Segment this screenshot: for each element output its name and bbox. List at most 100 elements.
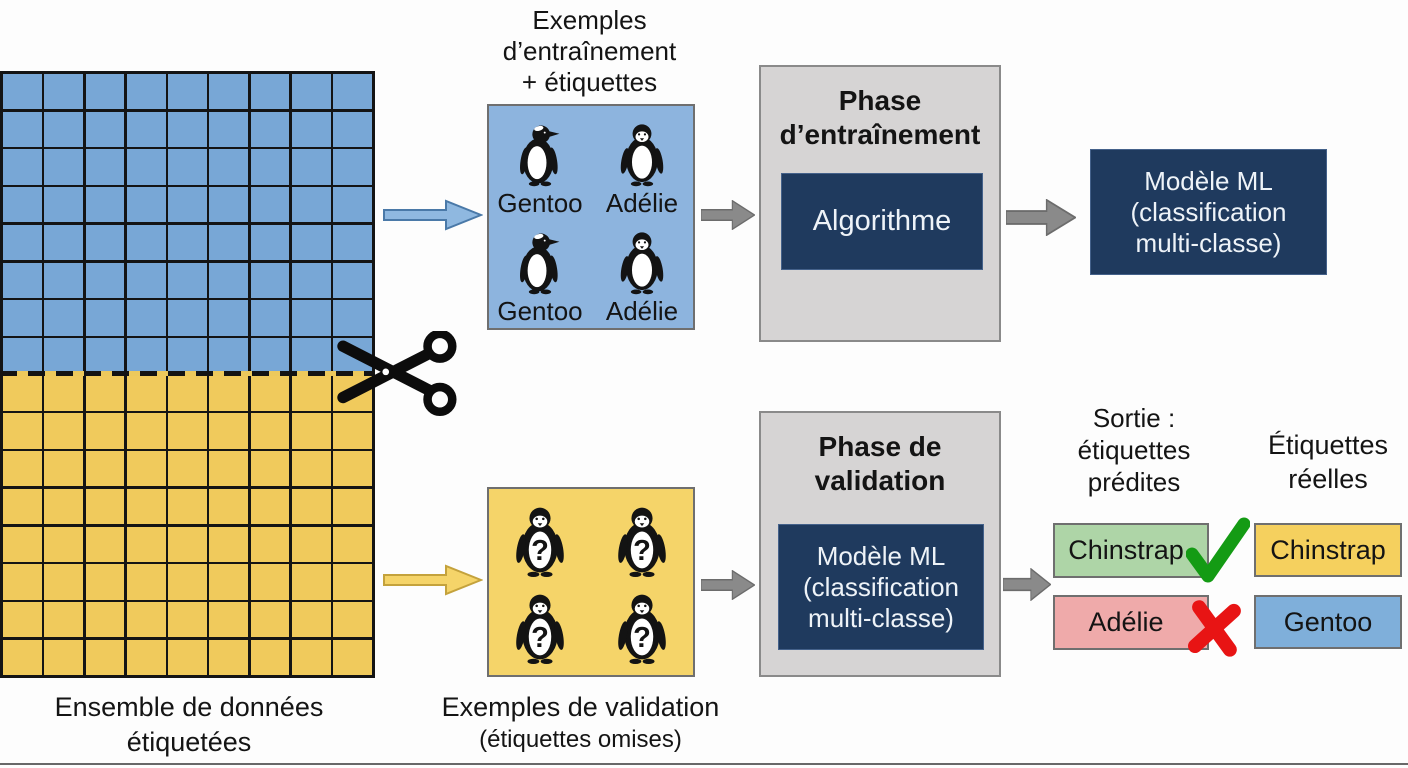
algorithm-box: Algorithme xyxy=(781,173,983,270)
validation-data-cell xyxy=(168,375,207,411)
training-data-cell xyxy=(333,74,372,110)
validation-data-cell xyxy=(44,451,84,487)
validation-data-cell xyxy=(85,413,125,449)
validation-phase-box: Phase de validation Modèle ML (classific… xyxy=(759,411,1001,677)
training-data-cell xyxy=(291,224,331,261)
validation-penguin-cell: ? xyxy=(591,582,693,669)
unknown-penguin-icon: ? xyxy=(609,589,675,669)
validation-data-cell xyxy=(44,639,84,675)
training-phase-box: Phase d’entraînement Algorithme xyxy=(759,65,1001,342)
validation-data-cell xyxy=(209,488,249,525)
penguin-species-label: Gentoo xyxy=(497,188,583,218)
training-data-cell xyxy=(85,224,125,261)
real-labels-header: Étiquettes réelles xyxy=(1267,430,1389,494)
training-data-cell xyxy=(209,74,249,110)
examples-to-training-arrow xyxy=(701,200,755,230)
validation-to-output-arrow xyxy=(1003,568,1051,601)
validation-data-cell xyxy=(250,451,290,487)
training-data-cell xyxy=(291,74,331,110)
validation-data-cell xyxy=(333,602,372,638)
validation-data-cell xyxy=(126,451,166,487)
validation-data-cell xyxy=(250,602,290,638)
training-data-cell xyxy=(333,224,372,261)
validation-examples-box: ? ? ? xyxy=(487,487,695,677)
validation-data-cell xyxy=(44,375,84,411)
training-phase-title: Phase d’entraînement xyxy=(779,85,981,150)
training-data-cell xyxy=(126,224,166,261)
validation-data-cell xyxy=(44,564,84,600)
real-label-box: Chinstrap xyxy=(1254,523,1402,577)
validation-data-cell xyxy=(209,602,249,638)
validation-data-cell xyxy=(250,488,290,525)
validation-data-cell xyxy=(85,639,125,675)
validation-data-cell xyxy=(209,375,249,411)
predicted-label-box: Adélie xyxy=(1053,595,1209,650)
penguin-species-label: Gentoo xyxy=(497,296,583,326)
predicted-labels-header: Sortie : étiquettes prédites xyxy=(1077,403,1191,497)
dataset-label: Ensemble de données étiquetées xyxy=(0,690,378,760)
adelie-penguin-icon xyxy=(611,122,673,188)
validation-data-cell xyxy=(291,639,331,675)
training-data-cell xyxy=(291,300,331,336)
training-data-cell xyxy=(209,149,249,185)
scissors-icon xyxy=(337,331,463,426)
validation-data-cell xyxy=(126,602,166,638)
training-data-cell xyxy=(291,262,331,298)
training-data-cell xyxy=(209,300,249,336)
validation-data-cell xyxy=(3,602,42,638)
validation-data-cell xyxy=(291,488,331,525)
training-data-cell xyxy=(250,300,290,336)
adelie-penguin-icon xyxy=(611,230,673,296)
validation-data-cell xyxy=(3,488,42,525)
training-data-cell xyxy=(209,111,249,147)
training-data-cell xyxy=(3,149,42,185)
validation-penguin-cell: ? xyxy=(489,495,591,582)
validation-data-cell xyxy=(85,488,125,525)
validation-examples-label: Exemples de validation (étiquettes omise… xyxy=(413,691,748,755)
validation-data-cell xyxy=(85,375,125,411)
training-data-cell xyxy=(44,338,84,374)
validation-data-cell xyxy=(168,639,207,675)
incorrect-cross-icon xyxy=(1186,597,1244,659)
validation-data-cell xyxy=(250,639,290,675)
training-data-cell xyxy=(3,224,42,261)
svg-text:?: ? xyxy=(531,535,549,567)
training-data-cell xyxy=(250,224,290,261)
validation-data-cell xyxy=(291,564,331,600)
training-data-cell xyxy=(333,300,372,336)
training-data-cell xyxy=(168,149,207,185)
training-data-cell xyxy=(44,262,84,298)
validation-model-box: Modèle ML (classification multi-classe) xyxy=(778,524,984,650)
svg-text:?: ? xyxy=(531,622,549,654)
training-data-cell xyxy=(3,74,42,110)
validation-data-cell xyxy=(291,526,331,562)
validation-data-cell xyxy=(3,564,42,600)
training-data-cell xyxy=(250,262,290,298)
training-data-cell xyxy=(85,149,125,185)
validation-data-cell xyxy=(291,413,331,449)
validation-data-cell xyxy=(3,526,42,562)
validation-data-cell xyxy=(209,639,249,675)
validation-data-cell xyxy=(44,488,84,525)
real-label-box: Gentoo xyxy=(1254,595,1402,649)
training-header-line3: + étiquettes xyxy=(521,67,658,97)
training-data-cell xyxy=(126,262,166,298)
validation-data-cell xyxy=(333,526,372,562)
bottom-edge-line xyxy=(0,763,1408,765)
training-examples-box: Gentoo Adélie Gentoo xyxy=(487,104,695,330)
validation-data-cell xyxy=(126,526,166,562)
training-data-cell xyxy=(209,187,249,223)
training-penguin-cell: Adélie xyxy=(591,218,693,326)
validation-data-cell xyxy=(126,375,166,411)
train-split-arrow xyxy=(383,199,483,231)
svg-text:?: ? xyxy=(633,535,651,567)
validation-data-cell xyxy=(168,602,207,638)
gentoo-penguin-icon xyxy=(509,122,571,188)
training-data-cell xyxy=(250,338,290,374)
svg-text:?: ? xyxy=(633,622,651,654)
training-data-cell xyxy=(126,149,166,185)
penguin-species-label: Adélie xyxy=(605,188,679,218)
training-data-cell xyxy=(3,262,42,298)
validation-data-cell xyxy=(250,564,290,600)
